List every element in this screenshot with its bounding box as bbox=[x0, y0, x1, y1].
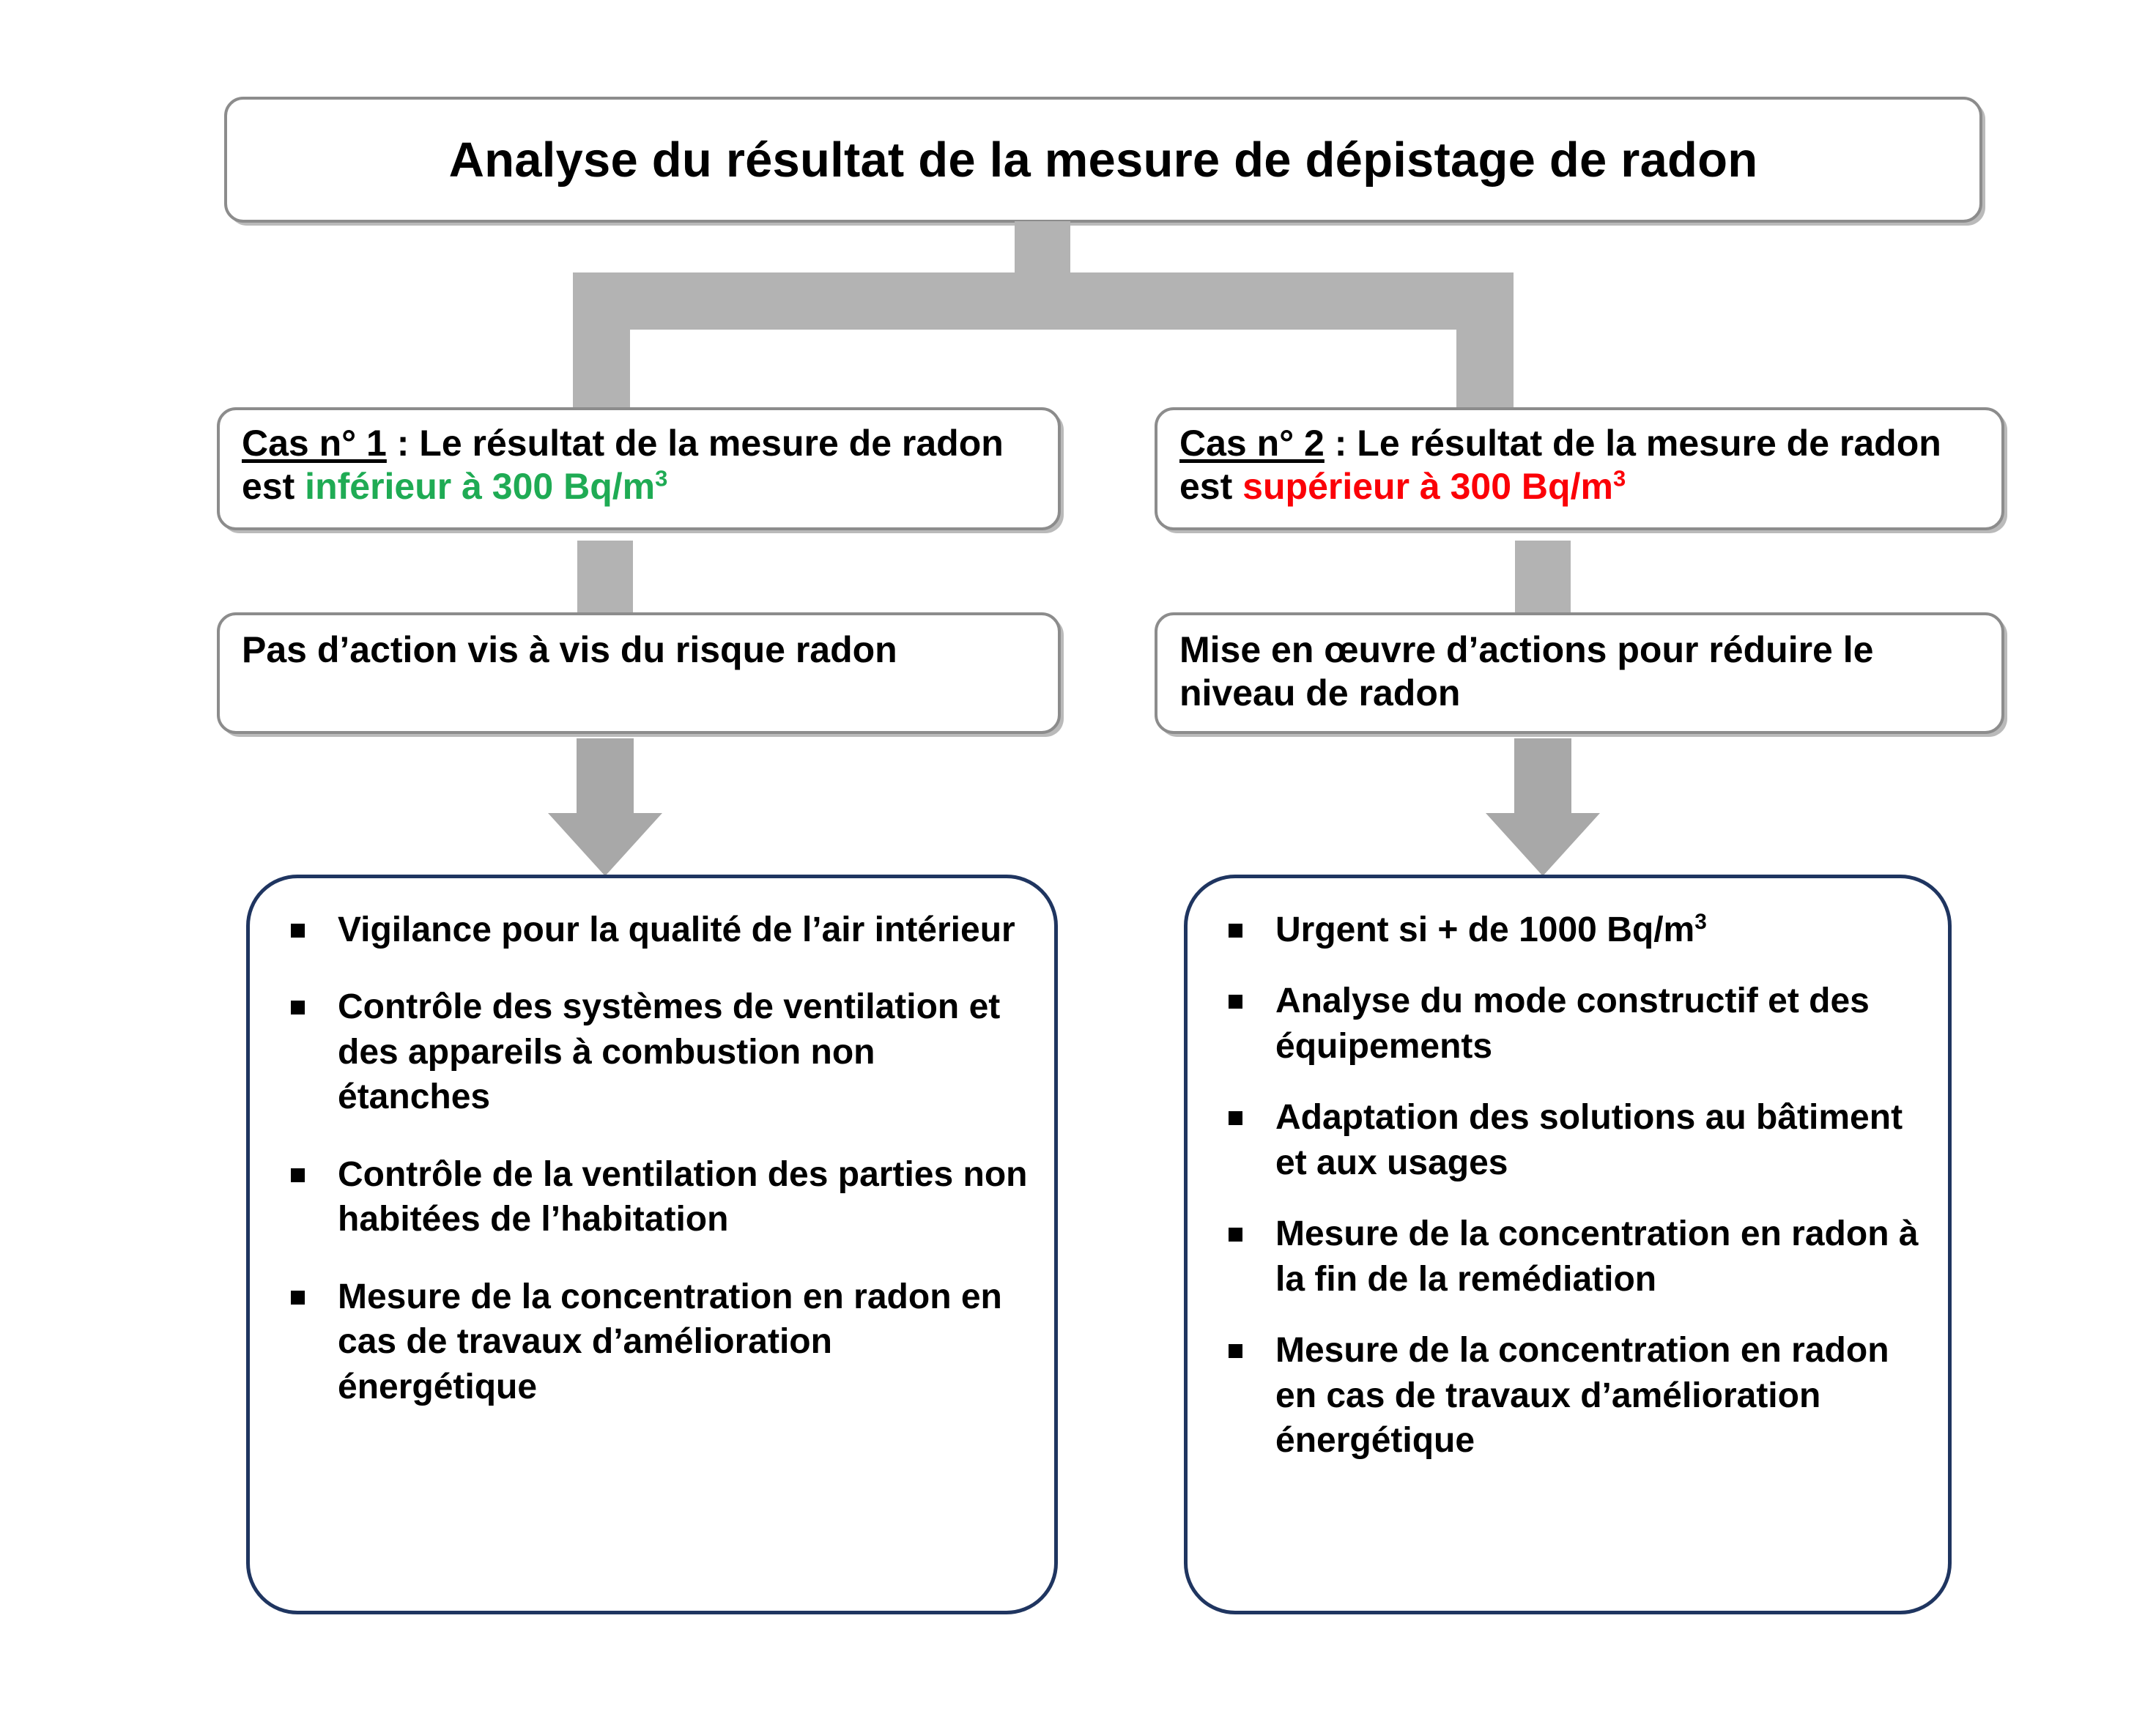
list-item: Adaptation des solutions au bâtiment et … bbox=[1220, 1095, 1930, 1185]
case-1-text: Cas n° 1 : Le résultat de la mesure de r… bbox=[242, 422, 1039, 508]
recommendations-list-case-1: Vigilance pour la qualité de l’air intér… bbox=[250, 878, 1054, 1409]
list-item: Mesure de la concentration en radon en c… bbox=[282, 1275, 1037, 1409]
case-2-lead: Le résultat de la mesure de radon est bbox=[1179, 423, 1941, 507]
title-box: Analyse du résultat de la mesure de dépi… bbox=[224, 97, 1982, 223]
action-2-text: Mise en œuvre d’actions pour réduire le … bbox=[1179, 629, 1874, 713]
case-1-separator: : bbox=[386, 423, 420, 464]
case-1-threshold: inférieur à 300 Bq/m bbox=[305, 466, 656, 507]
action-1-text: Pas d’action vis à vis du risque radon bbox=[242, 629, 897, 670]
case-2-separator: : bbox=[1324, 423, 1357, 464]
action-2-box: Mise en œuvre d’actions pour réduire le … bbox=[1155, 612, 2004, 734]
case-1-lead: Le résultat de la mesure de radon est bbox=[242, 423, 1004, 507]
case-2-threshold: supérieur à 300 Bq/m bbox=[1242, 466, 1613, 507]
list-item: Contrôle des systèmes de ventilation et … bbox=[282, 984, 1037, 1119]
case-2-box: Cas n° 2 : Le résultat de la mesure de r… bbox=[1155, 407, 2004, 530]
case-2-to-action-connector bbox=[1515, 541, 1571, 614]
case-2-threshold-exponent: 3 bbox=[1612, 465, 1626, 491]
list-item-exponent: 3 bbox=[1694, 910, 1707, 934]
down-arrow-left bbox=[548, 738, 662, 876]
list-item: Mesure de la concentration en radon en c… bbox=[1220, 1328, 1930, 1463]
case-2-text: Cas n° 2 : Le résultat de la mesure de r… bbox=[1179, 422, 1982, 508]
list-item-text: Urgent si + de 1000 Bq/m bbox=[1275, 910, 1695, 949]
action-1-box: Pas d’action vis à vis du risque radon bbox=[217, 612, 1061, 734]
down-arrow-right bbox=[1486, 738, 1600, 876]
recommendations-list-case-2: Urgent si + de 1000 Bq/m3 Analyse du mod… bbox=[1188, 878, 1948, 1463]
page-title: Analyse du résultat de la mesure de dépi… bbox=[448, 132, 1758, 188]
list-item: Analyse du mode constructif et des équip… bbox=[1220, 979, 1930, 1069]
branch-connector-right-leg bbox=[1456, 272, 1514, 419]
list-item: Urgent si + de 1000 Bq/m3 bbox=[1220, 908, 1930, 952]
case-1-box: Cas n° 1 : Le résultat de la mesure de r… bbox=[217, 407, 1061, 530]
branch-connector-stem bbox=[1015, 221, 1070, 275]
case-2-label: Cas n° 2 bbox=[1179, 423, 1325, 464]
recommendations-box-case-2: Urgent si + de 1000 Bq/m3 Analyse du mod… bbox=[1184, 875, 1952, 1614]
branch-connector-left-leg bbox=[573, 272, 630, 419]
case-1-threshold-exponent: 3 bbox=[655, 465, 668, 491]
list-item: Mesure de la concentration en radon à la… bbox=[1220, 1212, 1930, 1302]
list-item: Vigilance pour la qualité de l’air intér… bbox=[282, 908, 1037, 952]
list-item: Contrôle de la ventilation des parties n… bbox=[282, 1152, 1037, 1242]
branch-connector-bar bbox=[573, 272, 1514, 330]
recommendations-box-case-1: Vigilance pour la qualité de l’air intér… bbox=[246, 875, 1058, 1614]
case-1-to-action-connector bbox=[577, 541, 633, 614]
case-1-label: Cas n° 1 bbox=[242, 423, 387, 464]
